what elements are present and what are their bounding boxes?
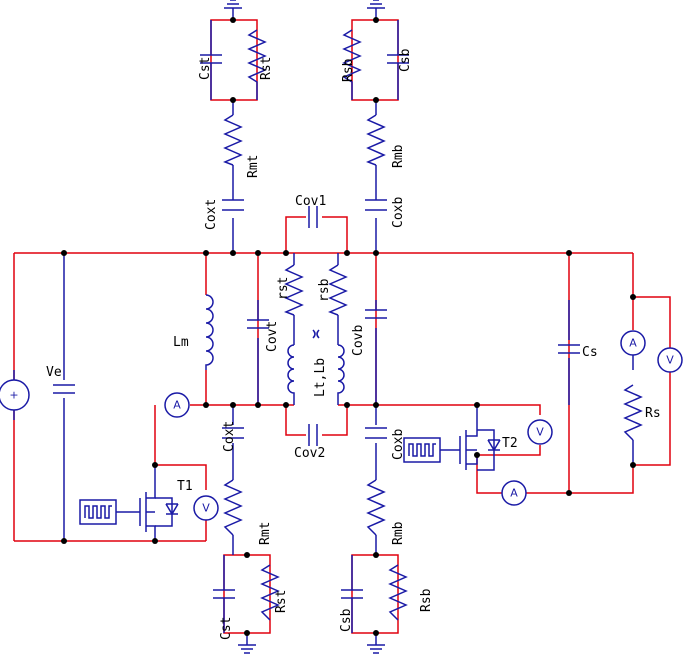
label-coxt-bottom: Coxt (222, 421, 237, 452)
label-ve: Ve (46, 365, 62, 380)
label-rst-bottom: Rst (274, 590, 289, 613)
label-rmb-top: Rmb (391, 144, 406, 168)
resistor-rsb-top (342, 29, 362, 100)
resistor-rmb-top (366, 114, 386, 166)
ground-symbols (224, 0, 385, 654)
label-t2: T2 (502, 436, 518, 451)
label-cst-bottom: Cst (219, 617, 234, 640)
source-plus-sign: + (9, 389, 18, 402)
blue-wires (13, 8, 634, 645)
ground-bottom-right (367, 644, 385, 654)
coupling-mark (312, 329, 320, 339)
label-cov1: Cov1 (295, 194, 326, 209)
capacitor-csb-top (387, 20, 409, 100)
resistor-rsb-bottom (388, 564, 408, 621)
inductor-lt (287, 344, 295, 395)
resistor-rst-mid (284, 264, 304, 316)
resistor-rst-bottom (260, 564, 280, 621)
label-lm: Lm (173, 335, 189, 350)
inductor-lm (205, 294, 214, 370)
capacitor-coxb-bottom (365, 427, 387, 439)
voltmeter-t2: V (527, 419, 553, 445)
label-csb-top: Csb (398, 48, 413, 72)
resistor-rmt-bottom (223, 479, 243, 536)
capacitor-ve-bypass (53, 384, 75, 394)
voltage-source-ve: + (0, 379, 30, 411)
junction-dots (61, 17, 636, 636)
capacitor-cov2 (308, 424, 318, 446)
label-coxt-top: Coxt (204, 199, 219, 230)
label-t1: T1 (177, 479, 193, 494)
label-cs: Cs (582, 345, 598, 360)
label-cst-top: Cst (198, 57, 213, 80)
resistor-rs (623, 384, 643, 441)
inductor-lb (337, 344, 345, 395)
red-wires (13, 19, 671, 634)
label-coxb-top: Coxb (391, 197, 406, 228)
pulse-generator-t1 (79, 499, 117, 525)
label-covb: Covb (351, 325, 366, 356)
label-rsb-bottom: Rsb (419, 588, 434, 612)
resistor-rst-top (247, 29, 267, 100)
ammeter-rs: A (620, 330, 646, 356)
ground-bottom-left (238, 644, 256, 654)
resistor-rsb-mid (328, 264, 348, 316)
capacitor-cs (558, 344, 580, 354)
capacitor-cst-top (200, 20, 222, 100)
ammeter-t1: A (164, 392, 190, 418)
capacitor-cov1 (308, 206, 318, 228)
label-coxb-bottom: Coxb (391, 429, 406, 460)
mosfet-t2 (459, 405, 501, 471)
label-rs: Rs (645, 406, 661, 421)
resistor-rmb-bottom (366, 479, 386, 536)
label-covt: Covt (265, 321, 280, 352)
capacitor-csb-bottom (341, 555, 363, 633)
resistor-rmt-top (223, 114, 243, 166)
label-rsb-mid: rsb (317, 278, 332, 302)
svg-text:A: A (629, 337, 637, 350)
voltmeter-t1: V (193, 495, 219, 521)
svg-text:A: A (510, 487, 518, 500)
label-rst-mid: rst (276, 277, 291, 300)
inductors (205, 294, 345, 395)
capacitor-covt (247, 319, 269, 329)
svg-text:V: V (202, 502, 210, 515)
label-rsb-top: Rsb (341, 58, 356, 82)
ground-top-right (367, 0, 385, 9)
capacitor-covb (365, 309, 387, 319)
label-lt-lb: Lt,Lb (313, 358, 328, 397)
svg-text:A: A (173, 399, 181, 412)
ground-top-left (224, 0, 242, 9)
voltmeter-rs: V (657, 347, 683, 373)
capacitors (53, 20, 580, 633)
label-rst-top: Rst (259, 57, 274, 80)
svg-text:V: V (666, 354, 674, 367)
label-rmb-bottom: Rmb (391, 521, 406, 545)
resistors (223, 29, 643, 621)
label-csb-bottom: Csb (339, 608, 354, 632)
capacitor-coxt-top (222, 199, 244, 211)
mosfet-t1 (139, 465, 179, 541)
capacitor-coxt-bottom (222, 427, 244, 439)
capacitor-coxb-top (365, 199, 387, 211)
svg-text:V: V (536, 426, 544, 439)
pulse-generator-t2 (403, 437, 441, 463)
label-cov2: Cov2 (294, 446, 325, 461)
label-rmt-bottom: Rmt (258, 522, 273, 545)
capacitor-cst-bottom (213, 555, 235, 633)
label-rmt-top: Rmt (246, 155, 261, 178)
component-labels: Ve Lm T1 T2 Cov1 Cov2 Cs Rs Cst Rst Rmt … (46, 48, 661, 640)
ammeter-t2: A (501, 480, 527, 506)
